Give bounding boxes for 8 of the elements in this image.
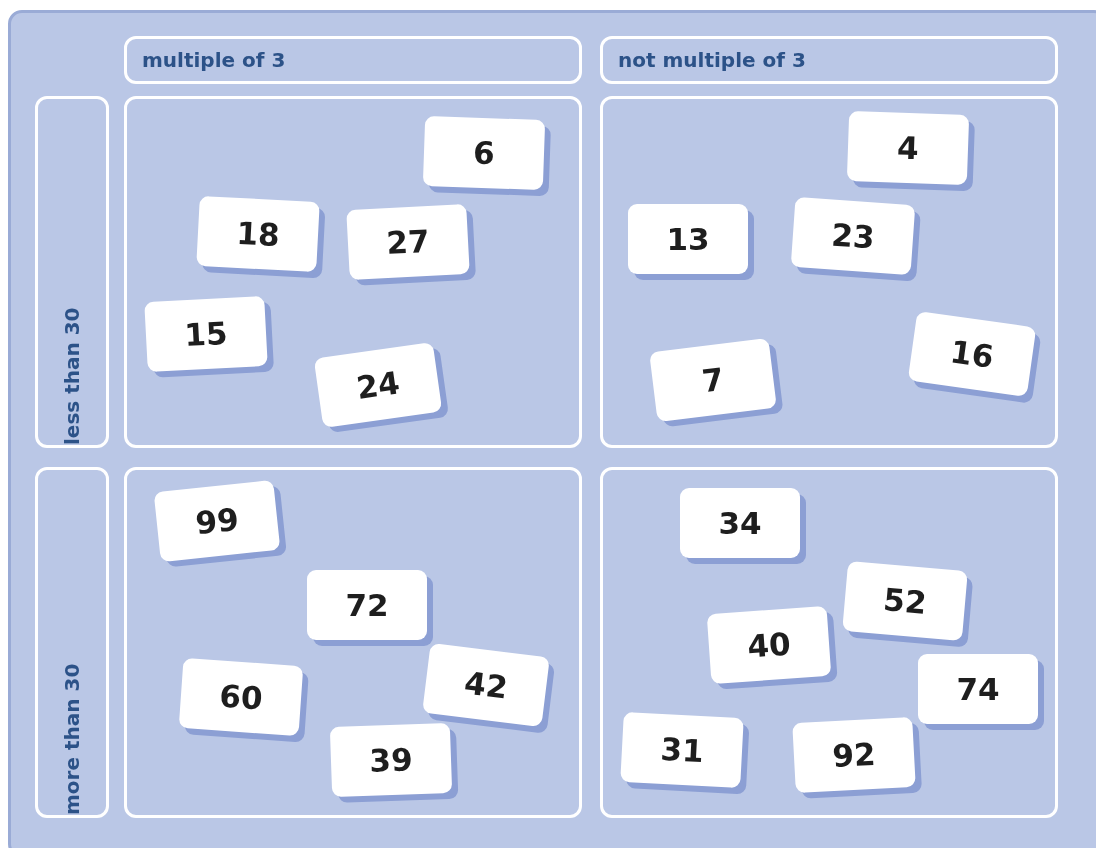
column-header: not multiple of 3 [600,36,1058,84]
category-cell [124,467,582,818]
category-cell [600,467,1058,818]
category-cell [124,96,582,448]
row-header: more than 30 [35,467,109,818]
category-cell [600,96,1058,448]
row-header: less than 30 [35,96,109,448]
column-header: multiple of 3 [124,36,582,84]
